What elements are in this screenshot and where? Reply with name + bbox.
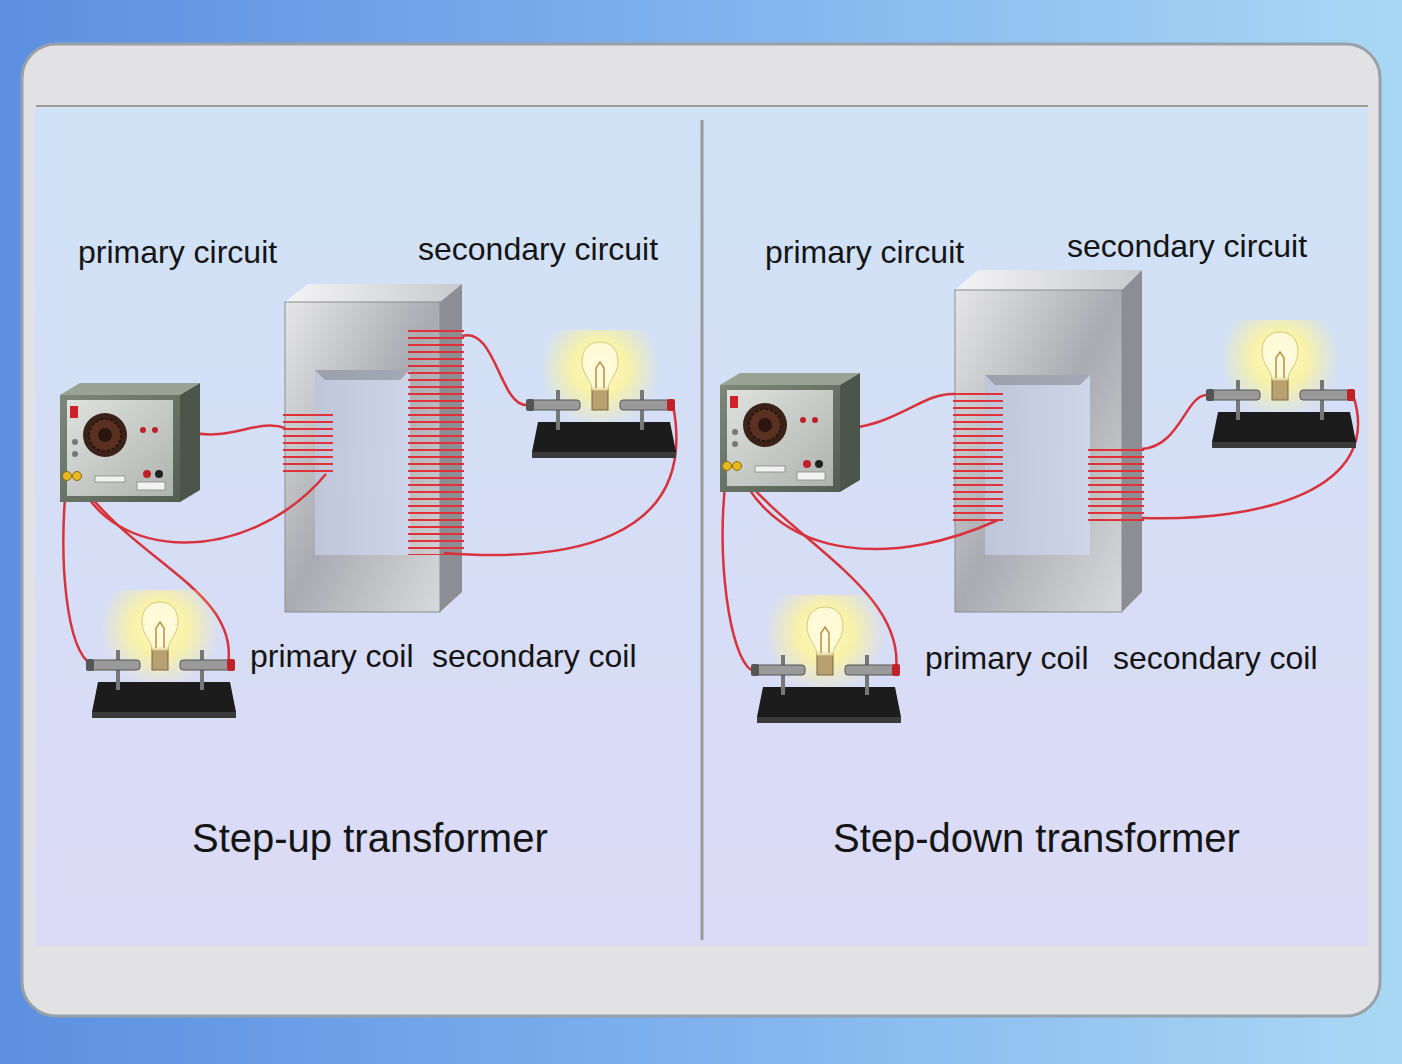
divider (701, 120, 704, 940)
part-label: secondary coil (432, 638, 637, 675)
part-label: primary coil (925, 640, 1089, 677)
step-down-illustration (720, 270, 1358, 723)
diagram-area (35, 108, 1368, 946)
part-label: secondary coil (1113, 640, 1318, 677)
slide-panel (22, 44, 1380, 1016)
transformer-caption: Step-down transformer (833, 815, 1240, 861)
part-label: primary circuit (78, 234, 277, 271)
transformer-caption: Step-up transformer (192, 815, 548, 861)
part-label: secondary circuit (418, 231, 658, 268)
part-label: primary coil (250, 638, 414, 675)
step-up-illustration (60, 284, 676, 718)
part-label: secondary circuit (1067, 228, 1307, 265)
part-label: primary circuit (765, 234, 964, 271)
